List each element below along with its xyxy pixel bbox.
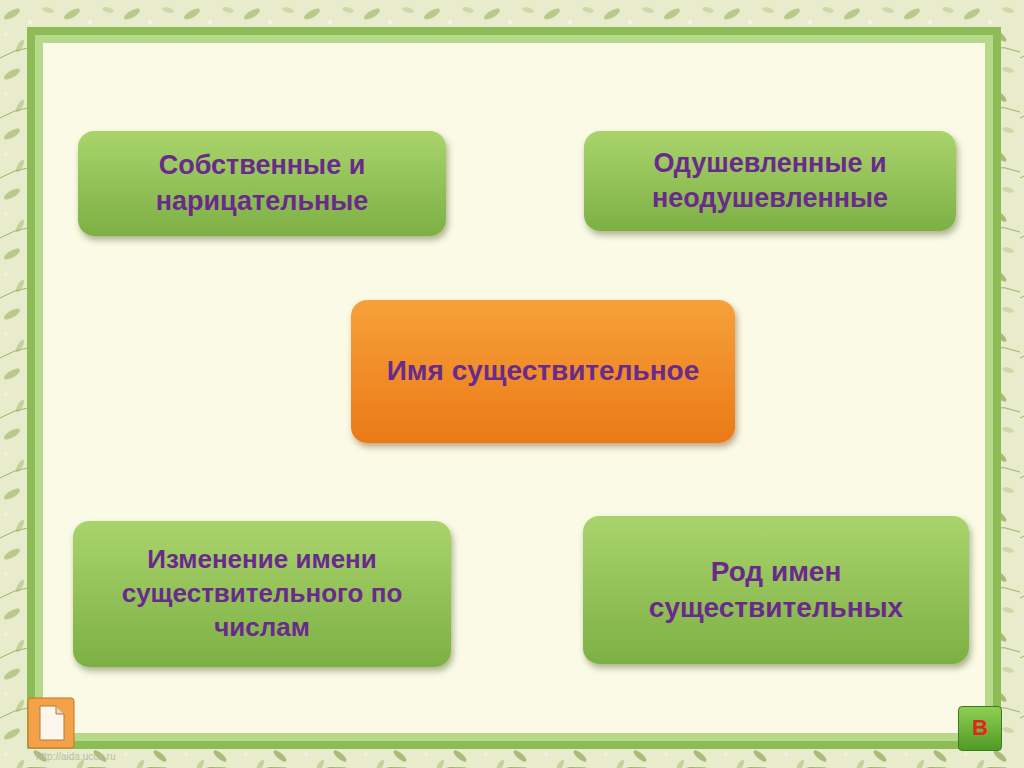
category-box: Собственные и нарицательные: [78, 131, 446, 236]
node-label: Одушевленные и неодушевленные: [584, 146, 956, 216]
category-box: Одушевленные и неодушевленные: [584, 131, 956, 231]
document-icon: [28, 698, 74, 748]
node-label: Изменение имени существительного по числ…: [73, 543, 451, 644]
watermark: http://aida.ucoz.ru: [36, 751, 116, 762]
node-label: Имя существительное: [373, 353, 714, 389]
node-label: Род имен существительных: [583, 554, 969, 627]
central-box: Имя существительное: [351, 300, 735, 443]
node-label: Собственные и нарицательные: [78, 148, 446, 218]
nav-button: В: [958, 706, 1002, 751]
node-label: В: [972, 714, 988, 743]
category-box: Род имен существительных: [583, 516, 969, 664]
category-box: Изменение имени существительного по числ…: [73, 521, 451, 667]
